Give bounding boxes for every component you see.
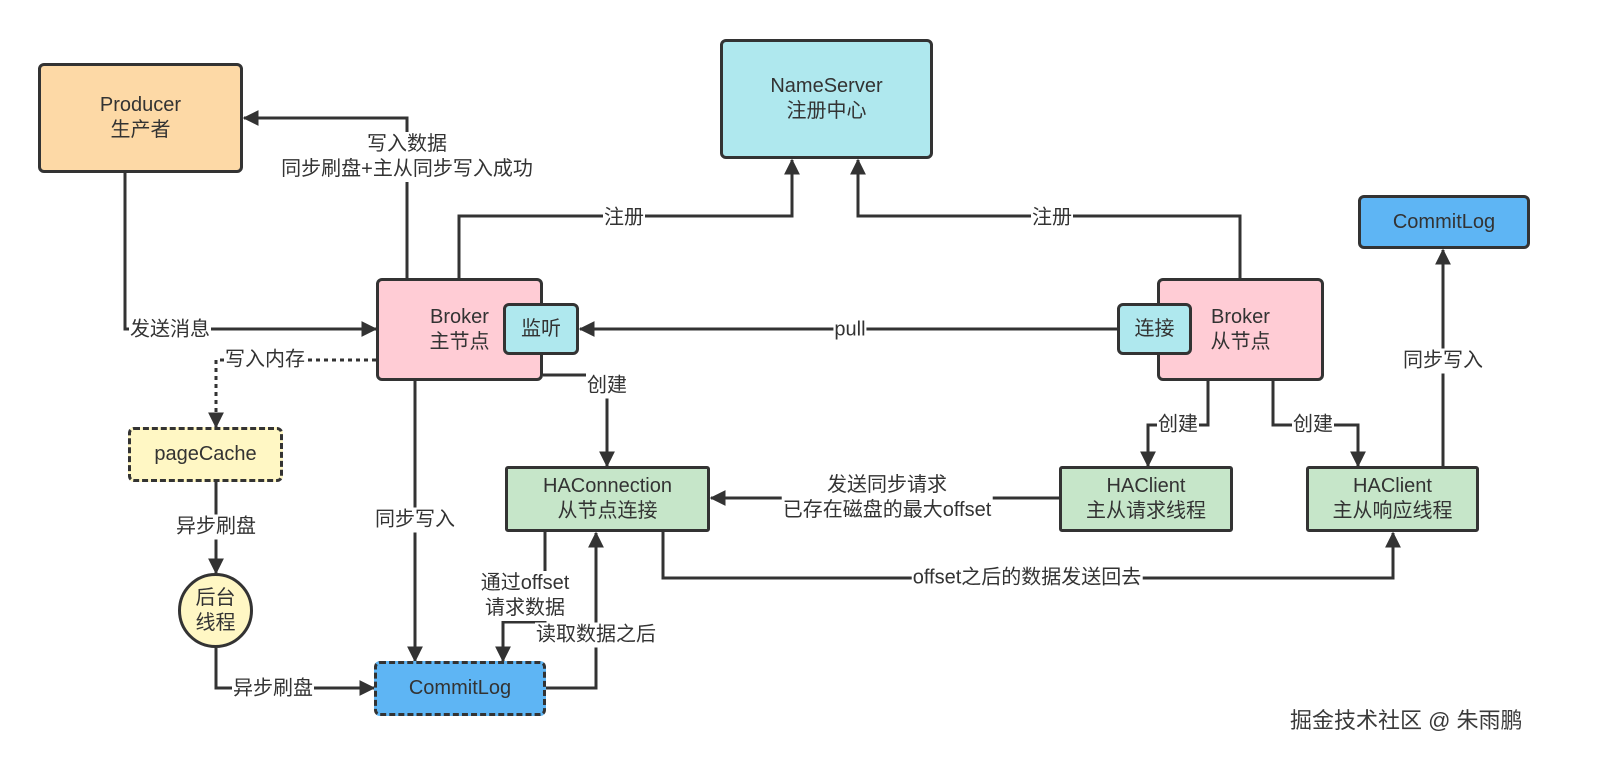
- edge-label-create-ha-client-request: 创建: [1157, 412, 1199, 438]
- edge-label-after-read: 读取数据之后: [535, 622, 657, 648]
- broker-slave-title: Broker: [1211, 305, 1270, 328]
- edge-label-pull: pull: [833, 317, 867, 343]
- edge-thread-to-commitlog: [214, 648, 376, 696]
- page-cache-node: pageCache: [128, 427, 283, 482]
- edge-label-sync-request-line1: 发送同步请求: [827, 474, 947, 496]
- edge-label-sync-request: 发送同步请求 已存在磁盘的最大offset: [781, 473, 993, 523]
- ha-client-response-title: HAClient: [1353, 475, 1432, 497]
- ha-connection-node: HAConnection 从节点连接: [505, 466, 710, 532]
- ha-client-request-title: HAClient: [1106, 475, 1186, 497]
- nameserver-node: NameServer 注册中心: [720, 39, 933, 159]
- background-thread-line1: 后台: [195, 586, 236, 609]
- edge-label-register-master: 注册: [603, 205, 645, 231]
- edge-label-write-data-ack: 写入数据 同步刷盘+主从同步写入成功: [280, 132, 534, 182]
- broker-slave-subtitle: 从节点: [1210, 330, 1271, 353]
- commitlog-slave-node: CommitLog: [1358, 195, 1530, 249]
- edge-label-send-message: 发送消息: [129, 317, 211, 343]
- producer-subtitle: 生产者: [110, 119, 171, 141]
- edge-label-register-slave: 注册: [1031, 205, 1073, 231]
- background-thread-line2: 线程: [195, 611, 236, 634]
- edge-producer-to-broker-master: [123, 172, 378, 337]
- edge-broker-master-to-producer: [242, 110, 409, 278]
- edge-label-sync-request-line2: 已存在磁盘的最大offset: [782, 499, 992, 521]
- edge-label-sync-write-slave: 同步写入: [1402, 348, 1484, 374]
- ha-connection-subtitle: 从节点连接: [557, 500, 658, 522]
- connect-port-label: 连接: [1134, 317, 1175, 340]
- ha-client-request-node: HAClient 主从请求线程: [1059, 466, 1233, 532]
- edge-label-request-by-offset-line2: 请求数据: [485, 597, 565, 619]
- page-cache-label: pageCache: [154, 443, 257, 465]
- broker-master-listen-port: 监听: [503, 303, 579, 355]
- edge-label-async-flush-commitlog: 异步刷盘: [232, 676, 314, 702]
- edge-label-async-flush-thread: 异步刷盘: [175, 514, 257, 540]
- broker-slave-connect-port: 连接: [1117, 303, 1192, 355]
- ha-client-request-subtitle: 主从请求线程: [1086, 500, 1206, 522]
- commitlog-master-node: CommitLog: [374, 661, 546, 716]
- broker-master-subtitle: 主节点: [429, 330, 490, 353]
- edge-write-memory: [208, 358, 376, 429]
- ha-connection-title: HAConnection: [543, 475, 672, 497]
- edge-label-create-ha-connection: 创建: [586, 373, 628, 399]
- ha-client-response-node: HAClient 主从响应线程: [1306, 466, 1479, 532]
- background-thread-node: 后台 线程: [178, 573, 253, 648]
- nameserver-subtitle: 注册中心: [786, 100, 867, 122]
- commitlog-master-label: CommitLog: [408, 677, 512, 699]
- edge-after-read: [546, 531, 604, 690]
- ha-client-response-subtitle: 主从响应线程: [1332, 500, 1453, 522]
- edge-label-send-back: offset之后的数据发送回去: [911, 565, 1143, 591]
- listen-port-label: 监听: [521, 317, 561, 340]
- watermark: 掘金技术社区 @ 朱雨鹏: [1290, 708, 1523, 733]
- edge-label-write-data-line2: 同步刷盘+主从同步写入成功: [281, 158, 533, 180]
- edge-label-create-ha-client-response: 创建: [1292, 412, 1334, 438]
- edge-label-write-memory: 写入内存: [224, 347, 306, 373]
- edge-label-write-data-line1: 写入数据: [367, 133, 447, 155]
- broker-master-title: Broker: [430, 305, 489, 328]
- edge-label-sync-write-master: 同步写入: [374, 507, 456, 533]
- edge-label-request-by-offset: 通过offset 请求数据: [479, 571, 571, 621]
- edge-label-request-by-offset-line1: 通过offset: [480, 572, 570, 594]
- commitlog-slave-label: CommitLog: [1392, 210, 1496, 233]
- nameserver-title: NameServer: [770, 75, 883, 97]
- producer-node: Producer 生产者: [38, 63, 243, 173]
- producer-title: Producer: [99, 94, 182, 116]
